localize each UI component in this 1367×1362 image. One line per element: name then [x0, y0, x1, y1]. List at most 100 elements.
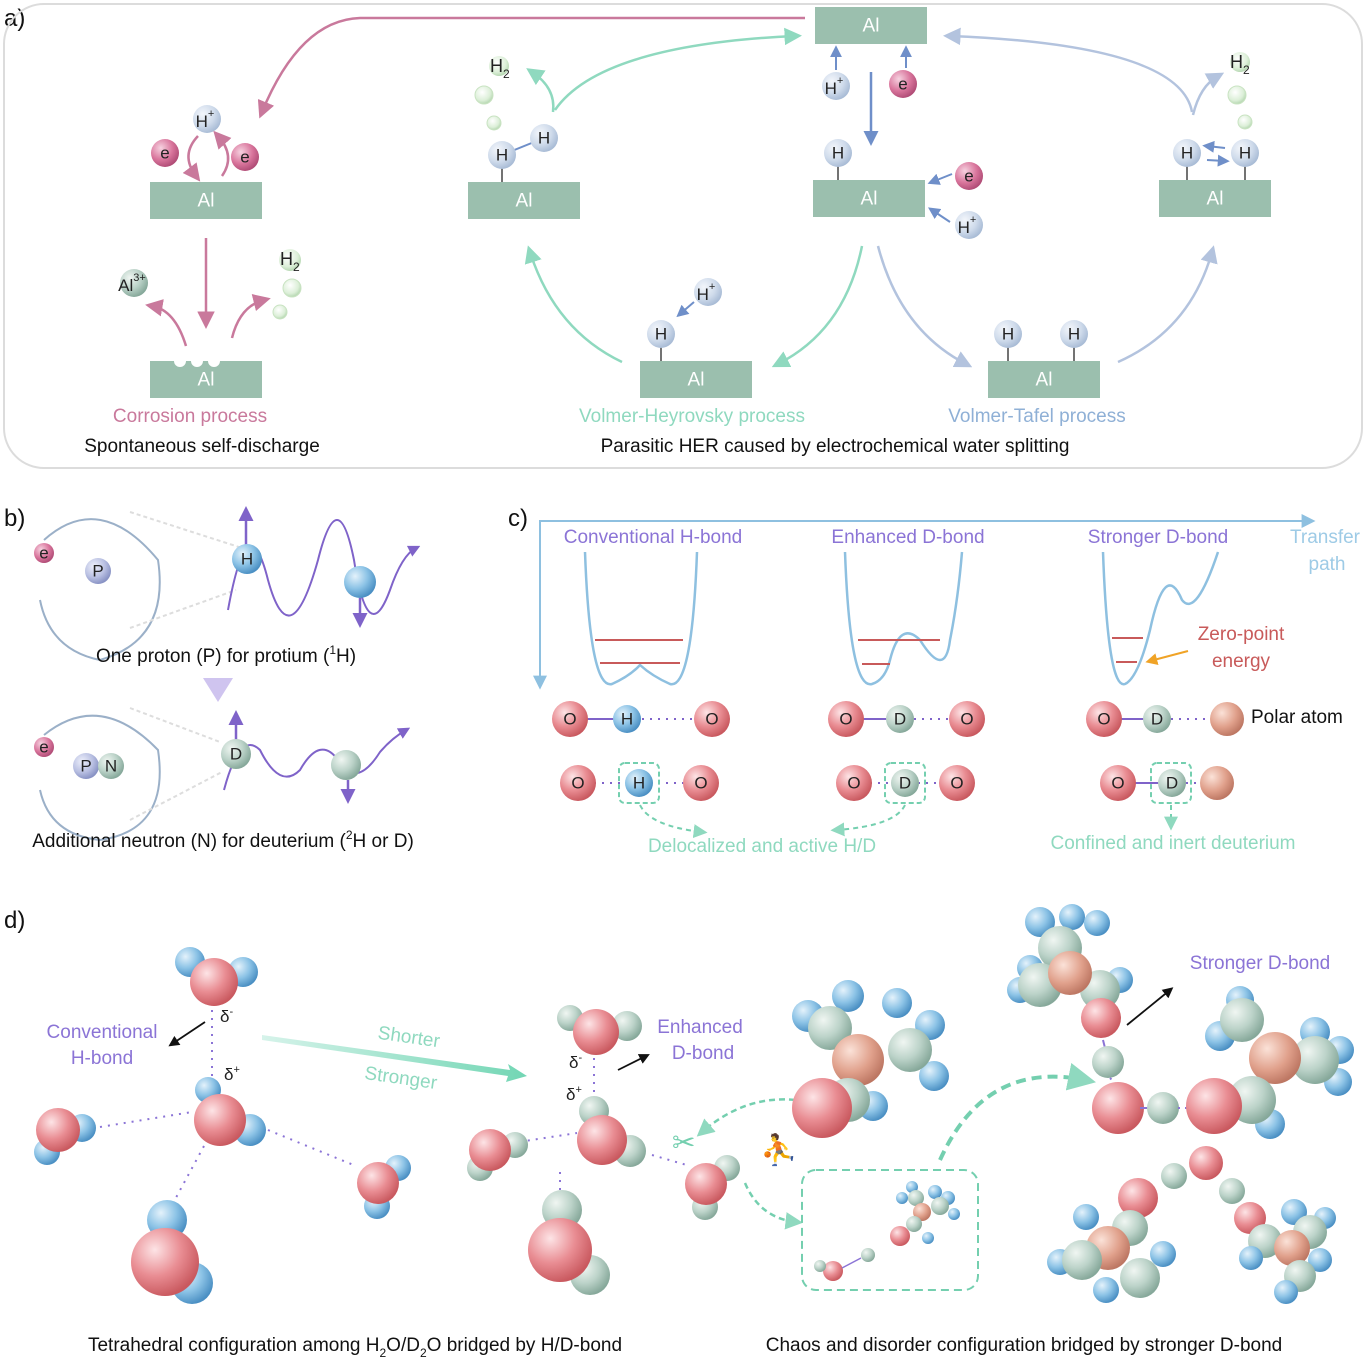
corrosion-h2-arrow [230, 294, 271, 339]
caption-self-discharge: Spontaneous self-discharge [84, 436, 320, 457]
svg-text:e: e [964, 167, 973, 186]
c-row1-h: H [613, 705, 641, 733]
h2-bubbles-tafel: H2 [1227, 52, 1253, 130]
d-d2o-top [557, 1005, 642, 1055]
center-h-plus: H+ [955, 211, 983, 239]
panel-label-d: d) [4, 907, 25, 934]
svg-text:H: H [633, 774, 645, 793]
d-water-center [194, 1077, 266, 1146]
al-block-corrosion-top: Al [150, 182, 262, 219]
svg-text:H+: H+ [196, 108, 215, 131]
svg-text:e: e [39, 738, 48, 757]
heyrovsky-h-atom-2: H [530, 124, 558, 152]
top-h-plus: H+ [822, 72, 850, 100]
deuterium-proton: P [73, 753, 99, 779]
d-bond-label-d: D-bond [672, 1043, 734, 1064]
d-d2o-left [467, 1129, 528, 1181]
c-row1-o-1: O [552, 701, 588, 737]
down-chevron [203, 678, 233, 702]
d-cluster-top-right [1007, 904, 1133, 1038]
runner-icon: ⛹ [760, 1131, 797, 1167]
transfer-label: Transfer [1290, 527, 1361, 548]
al-block-volmer: Al [640, 361, 752, 398]
al-block-top: Al [815, 7, 927, 44]
svg-text:D: D [894, 710, 906, 729]
potential-stronger [1101, 551, 1220, 686]
corrosion-cycle-left [182, 135, 201, 182]
svg-text:H+: H+ [958, 214, 977, 237]
c-row1-o-4: O [949, 701, 985, 737]
caption-chaos: Chaos and disorder configuration bridged… [766, 1335, 1282, 1356]
d-d2o-right [685, 1155, 740, 1220]
delta-minus-left: δ- [220, 1006, 233, 1026]
volmer-tafel-label: Volmer-Tafel process [948, 406, 1125, 427]
svg-text:O: O [1097, 710, 1110, 729]
d-d2o-center [577, 1096, 646, 1167]
svg-text:O: O [847, 774, 860, 793]
svg-text:Al: Al [688, 370, 705, 391]
deuterium-wave [223, 727, 411, 791]
volmer-to-heyrovsky-arrow [524, 245, 623, 364]
svg-text:H: H [1068, 325, 1080, 344]
c-row1-o-3: O [828, 701, 864, 737]
inset-box [801, 1169, 979, 1291]
potential-enhanced [843, 551, 964, 686]
enhanced-label-d: Enhanced [657, 1017, 743, 1038]
d-water-bottom [131, 1200, 213, 1304]
corrosion-h-plus: H+ [193, 105, 221, 133]
conventional-label-d: Conventional [47, 1022, 158, 1043]
corrosion-arrow [257, 16, 805, 119]
c-row2-o-5: O [1100, 765, 1136, 801]
protium-particle-2 [344, 566, 376, 598]
svg-text:Al: Al [198, 370, 215, 391]
svg-text:H2: H2 [490, 56, 510, 81]
svg-text:H+: H+ [697, 281, 716, 304]
al-block-tafel-bottom: Al [988, 361, 1100, 398]
deuterium-particle-2 [331, 750, 361, 780]
tafel-bottom-h-atom-1: H [994, 320, 1022, 348]
svg-text:O: O [705, 710, 718, 729]
c-row2-h: H [625, 769, 653, 797]
al-block-heyrovsky: Al [468, 182, 580, 219]
svg-text:H: H [655, 325, 667, 344]
al-block-center: Al [813, 180, 925, 217]
svg-text:H: H [1002, 325, 1014, 344]
svg-text:H: H [538, 129, 550, 148]
delta-plus-mid: δ+ [566, 1084, 582, 1104]
c-row1-d-1: D [886, 705, 914, 733]
c-row2-d-1: D [891, 769, 919, 797]
svg-text:e: e [160, 144, 169, 163]
caption-parasitic-her: Parasitic HER caused by electrochemical … [601, 436, 1070, 457]
c-polar-atom-2 [1200, 766, 1234, 800]
center-to-volmer-arrow [771, 245, 864, 368]
svg-text:H2: H2 [1230, 52, 1250, 77]
svg-text:D: D [1151, 710, 1163, 729]
svg-text:H: H [241, 550, 253, 569]
svg-text:D: D [899, 774, 911, 793]
protium-h-particle: H [232, 544, 262, 574]
conventional-h-bond-label: Conventional H-bond [564, 527, 743, 548]
h-bond-label-d: H-bond [71, 1048, 133, 1069]
heyrovsky-up-arrow [526, 68, 555, 113]
deuterium-caption: Additional neutron (N) for deuterium (2H… [32, 828, 414, 852]
volmer-heyrovsky-label: Volmer-Heyrovsky process [579, 406, 805, 427]
transfer-path-axis [539, 514, 1316, 684]
svg-text:Al: Al [1036, 370, 1053, 391]
d-cluster-right [1186, 986, 1354, 1139]
svg-text:H: H [832, 144, 844, 163]
c-row1-d-2: D [1143, 705, 1171, 733]
corrosion-electron-right: e [231, 143, 259, 171]
corrosion-label: Corrosion process [113, 406, 267, 427]
svg-text:Al3+: Al3+ [118, 272, 146, 295]
corrosion-al3-arrow [145, 299, 188, 347]
svg-text:N: N [105, 757, 117, 776]
c-polar-atom-1 [1210, 702, 1244, 736]
zero-point-label: Zero-point [1198, 624, 1285, 645]
enhanced-d-bond-label: Enhanced D-bond [831, 527, 984, 548]
svg-text:O: O [563, 710, 576, 729]
protium-electron: e [34, 543, 54, 563]
svg-text:O: O [1111, 774, 1124, 793]
h2-bubbles-heyrovsky: H2 [474, 56, 510, 131]
center-h-atom: H [824, 139, 852, 167]
d-water-right [357, 1155, 411, 1219]
